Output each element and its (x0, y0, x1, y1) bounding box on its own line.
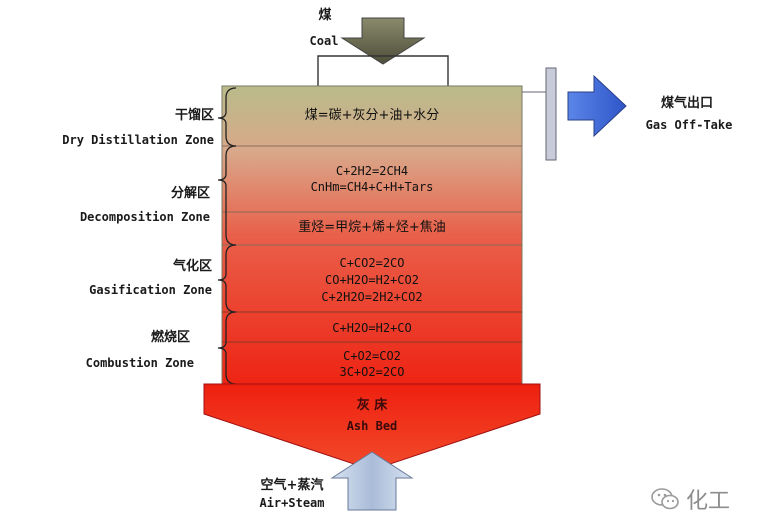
coal-label-en: Coal (309, 34, 339, 48)
ash-bed-label-en: Ash Bed (346, 419, 398, 433)
reaction-gas-2: CO+H2O=H2+CO2 (325, 273, 419, 287)
watermark-text: 化工 (686, 489, 731, 514)
reaction-comb-2: C+O2=CO2 (343, 349, 401, 363)
zone-label-comb-en: Combustion Zone (85, 356, 194, 370)
coal-inlet-arrow (340, 17, 426, 65)
zone-label-comb-zh: 燃烧区 (150, 330, 190, 345)
zone-label-dry-zh: 干馏区 (174, 108, 214, 123)
reaction-dry: 煤=碳+灰分+油+水分 (304, 108, 440, 123)
reaction-gas-3: C+2H2O=2H2+CO2 (321, 290, 423, 304)
gas-offtake-label-zh: 煤气出口 (660, 96, 713, 111)
reaction-gas-1: C+CO2=2CO (339, 256, 405, 270)
reaction-decomp-2: CnHm=CH4+C+H+Tars (310, 180, 434, 194)
zone-brace-gas (217, 244, 237, 313)
zone-label-decomp-zh: 分解区 (170, 186, 210, 201)
chat-bubble-icon (651, 488, 679, 510)
zone-label-dry-en: Dry Distillation Zone (62, 133, 214, 147)
reaction-comb-3: 3C+O2=2CO (339, 365, 405, 379)
zone-label-decomp-en: Decomposition Zone (79, 210, 210, 224)
coal-label-zh: 煤 (318, 8, 332, 23)
coal-feed-line (317, 55, 449, 86)
zone-label-gas-zh: 气化区 (172, 259, 212, 274)
reaction-comb-1: C+H2O=H2+CO (332, 321, 412, 335)
ash-bed (203, 383, 541, 471)
air-steam-label-en: Air+Steam (259, 496, 325, 510)
watermark: 化工 (650, 483, 766, 515)
air-steam-inlet-arrow (330, 451, 414, 511)
zone-brace-dry (217, 87, 237, 147)
gas-offtake-arrow (567, 74, 627, 138)
reaction-heavy: 重烃=甲烷+烯+烃+焦油 (298, 220, 446, 235)
gas-offtake-label-en: Gas Off-Take (645, 118, 733, 132)
reaction-decomp-1: C+2H2=2CH4 (335, 164, 409, 178)
zone-label-gas-en: Gasification Zone (89, 283, 212, 297)
gasifier-column (221, 85, 523, 385)
ash-bed-label-zh: 灰 床 (356, 398, 388, 413)
gas-offtake-pipe (545, 67, 557, 161)
zone-brace-comb (217, 311, 237, 385)
zone-brace-decomp (217, 145, 237, 246)
air-steam-label-zh: 空气+蒸汽 (260, 478, 324, 493)
